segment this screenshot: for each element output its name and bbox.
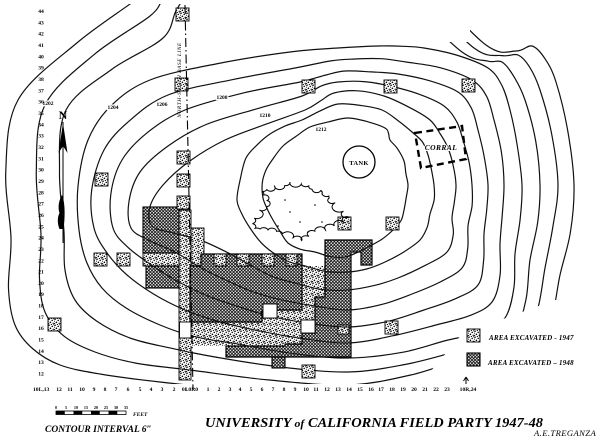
svg-text:34: 34 (38, 122, 44, 128)
svg-text:NORTH-SOUTH BASE LINE: NORTH-SOUTH BASE LINE (177, 42, 183, 119)
svg-text:21: 21 (422, 387, 428, 393)
svg-text:12: 12 (38, 372, 44, 378)
svg-text:0: 0 (55, 405, 57, 410)
svg-text:10: 10 (303, 387, 309, 393)
svg-text:10: 10 (79, 387, 85, 393)
svg-text:17: 17 (378, 387, 384, 393)
svg-text:11: 11 (67, 387, 72, 393)
svg-text:37: 37 (38, 88, 44, 94)
svg-text:4: 4 (239, 387, 242, 393)
svg-text:31: 31 (38, 156, 44, 162)
svg-text:1: 1 (185, 387, 188, 393)
svg-text:22: 22 (433, 387, 439, 393)
svg-text:42: 42 (38, 32, 44, 38)
svg-text:7: 7 (272, 387, 275, 393)
svg-text:35: 35 (124, 405, 128, 410)
svg-text:27: 27 (38, 202, 44, 208)
svg-text:16: 16 (38, 326, 44, 332)
svg-text:10L,13: 10L,13 (33, 387, 50, 393)
svg-text:25: 25 (104, 405, 108, 410)
svg-text:1212: 1212 (316, 127, 327, 133)
svg-text:13: 13 (38, 360, 44, 366)
svg-text:41: 41 (38, 43, 44, 49)
svg-text:18: 18 (389, 387, 395, 393)
svg-text:1: 1 (207, 387, 210, 393)
svg-text:CORRAL: CORRAL (425, 143, 457, 152)
svg-text:15: 15 (84, 405, 88, 410)
svg-text:12: 12 (56, 387, 62, 393)
svg-text:5: 5 (250, 387, 253, 393)
svg-text:25: 25 (38, 224, 44, 230)
svg-text:24: 24 (38, 236, 44, 242)
svg-text:14: 14 (346, 387, 352, 393)
svg-text:20: 20 (94, 405, 98, 410)
svg-text:19: 19 (400, 387, 406, 393)
svg-text:21: 21 (38, 270, 44, 276)
svg-text:1206: 1206 (157, 102, 168, 108)
svg-text:5: 5 (65, 405, 67, 410)
svg-text:A​REA E​XCAVATED - 1947: A​REA E​XCAVATED - 1947 (488, 334, 574, 342)
svg-text:16: 16 (368, 387, 374, 393)
svg-text:7: 7 (115, 387, 118, 393)
svg-text:C​ONTOUR I​NTERVAL 6″: C​ONTOUR I​NTERVAL 6″ (45, 425, 152, 435)
svg-text:30: 30 (114, 405, 118, 410)
svg-text:28: 28 (38, 190, 44, 196)
svg-text:22: 22 (38, 258, 44, 264)
svg-text:15: 15 (38, 338, 44, 344)
svg-text:26: 26 (38, 213, 44, 219)
svg-text:44: 44 (38, 9, 44, 15)
svg-text:18: 18 (38, 304, 44, 310)
svg-text:30: 30 (38, 168, 44, 174)
svg-text:A​REA E​XCAVATED – 1948: A​REA E​XCAVATED – 1948 (487, 359, 574, 367)
svg-text:3: 3 (161, 387, 164, 393)
svg-text:19: 19 (38, 292, 44, 298)
svg-text:9: 9 (93, 387, 96, 393)
svg-text:10: 10 (74, 405, 78, 410)
svg-text:1210: 1210 (260, 113, 271, 119)
svg-text:3: 3 (229, 387, 232, 393)
svg-text:32: 32 (38, 145, 44, 151)
svg-text:9: 9 (294, 387, 297, 393)
svg-text:20: 20 (38, 281, 44, 287)
svg-text:10R,24: 10R,24 (460, 387, 477, 393)
svg-text:5: 5 (139, 387, 142, 393)
svg-text:13: 13 (335, 387, 341, 393)
svg-text:TANK: TANK (349, 160, 369, 167)
svg-text:UNIVERSITY of CALIFORNIA FIELD: UNIVERSITY of CALIFORNIA FIELD PARTY 194… (205, 415, 543, 430)
svg-text:36: 36 (38, 100, 44, 106)
svg-text:1204: 1204 (108, 105, 119, 111)
svg-text:23: 23 (38, 247, 44, 253)
svg-text:17: 17 (38, 315, 44, 321)
svg-text:12: 12 (324, 387, 330, 393)
svg-text:43: 43 (38, 20, 44, 26)
svg-text:39: 39 (38, 66, 44, 72)
svg-text:14: 14 (38, 349, 44, 355)
svg-text:0L0R0: 0L0R0 (182, 387, 198, 393)
svg-text:23: 23 (444, 387, 450, 393)
svg-text:38: 38 (38, 77, 44, 83)
svg-text:1202: 1202 (43, 101, 54, 107)
svg-text:35: 35 (38, 111, 44, 117)
svg-text:29: 29 (38, 179, 44, 185)
svg-text:4: 4 (150, 387, 153, 393)
svg-text:11: 11 (313, 387, 318, 393)
svg-text:8: 8 (104, 387, 107, 393)
svg-text:1208: 1208 (217, 95, 228, 101)
svg-text:40: 40 (38, 54, 44, 60)
svg-text:33: 33 (38, 134, 44, 140)
svg-text:2: 2 (218, 387, 221, 393)
svg-text:15: 15 (357, 387, 363, 393)
svg-text:A.E.T​REGANZA: A.E.T​REGANZA (533, 428, 596, 438)
svg-text:6: 6 (127, 387, 130, 393)
svg-text:F​EET: F​EET (133, 412, 148, 418)
svg-text:N: N (59, 108, 68, 122)
svg-text:8: 8 (283, 387, 286, 393)
svg-text:2: 2 (173, 387, 176, 393)
svg-text:20: 20 (411, 387, 417, 393)
svg-text:6: 6 (261, 387, 264, 393)
